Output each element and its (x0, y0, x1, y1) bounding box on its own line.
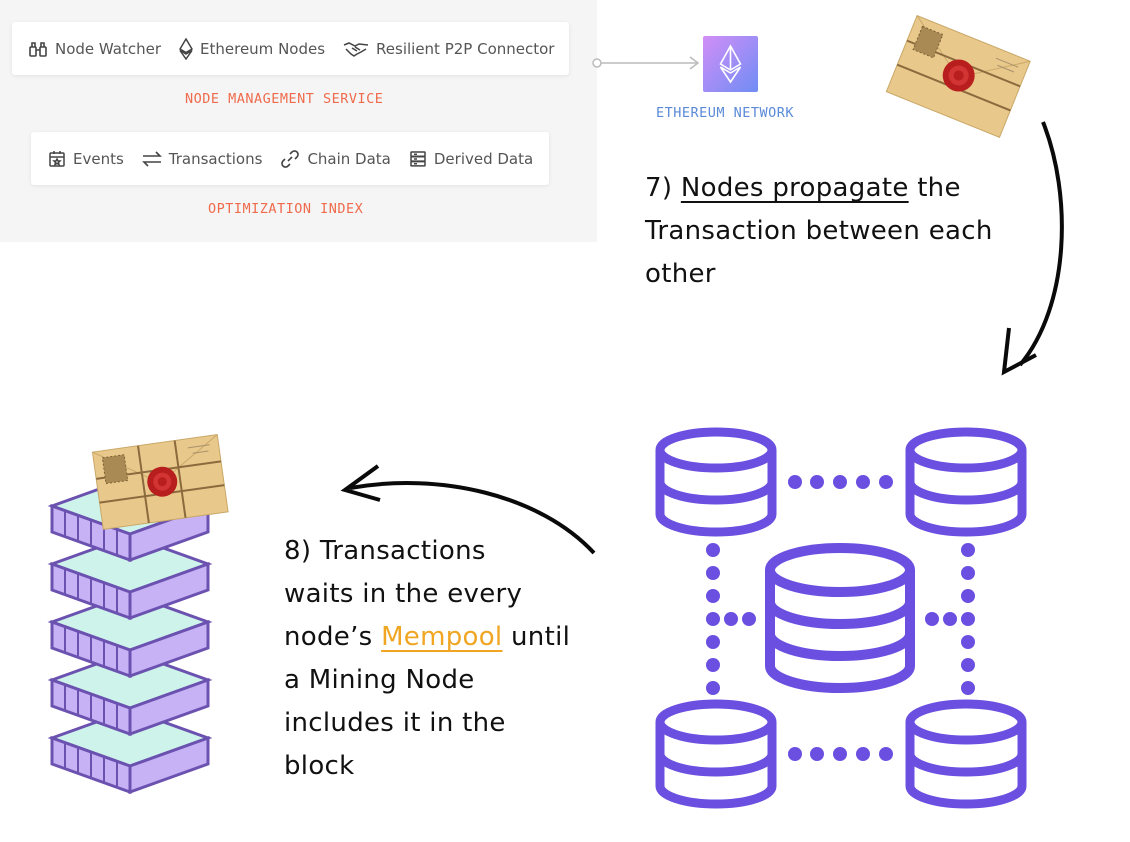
connection-dots (706, 475, 975, 761)
optimization-index-caption: OPTIMIZATION INDEX (208, 201, 364, 217)
events-item[interactable]: Events (48, 150, 124, 168)
mempool-link[interactable]: Mempool (381, 622, 503, 652)
database-node-top-right (910, 432, 1022, 532)
node-management-caption: NODE MANAGEMENT SERVICE (185, 91, 384, 107)
database-node-top-left (660, 432, 772, 532)
step8-line6: block (284, 751, 355, 781)
swap-arrows-icon (141, 150, 162, 167)
ethereum-network-badge (703, 36, 758, 92)
transactions-label: Transactions (168, 149, 263, 168)
node-management-card: Node Watcher Ethereum Nodes Resilient P2… (12, 22, 569, 75)
block-5 (50, 708, 210, 794)
binoculars-icon (29, 41, 47, 57)
ethereum-network-caption: ETHEREUM NETWORK (656, 105, 795, 121)
handshake-icon (343, 41, 369, 57)
optimization-index-card: Events Transactions Chain Data Derived D… (31, 132, 549, 185)
ethereum-icon (719, 44, 742, 84)
p2p-connector-item[interactable]: Resilient P2P Connector (343, 40, 554, 58)
node-watcher-item[interactable]: Node Watcher (28, 40, 161, 58)
step7-line1: 7) Nodes propagate the (645, 167, 993, 210)
step8-line2: waits in the every (284, 579, 523, 609)
step7-line2: Transaction between each (645, 216, 993, 246)
chain-link-icon (281, 149, 300, 168)
step7-line3: other (645, 259, 716, 289)
step8-line5: includes it in the (284, 708, 506, 738)
derived-data-label: Derived Data (433, 149, 534, 168)
p2p-connector-label: Resilient P2P Connector (376, 39, 555, 58)
nodes-propagate-highlight: Nodes propagate (680, 173, 909, 203)
step8-line1: 8) Transactions (284, 536, 486, 566)
block-4 (50, 650, 210, 736)
block-3 (50, 592, 210, 678)
step7-prefix: 7) (645, 173, 681, 203)
events-label: Events (73, 149, 124, 168)
database-node-center (770, 548, 910, 688)
step8-line4: a Mining Node (284, 665, 475, 695)
step8-line3: node’s Mempool until (284, 616, 570, 659)
ethereum-icon (179, 37, 194, 60)
chain-data-item[interactable]: Chain Data (280, 149, 391, 169)
database-node-bottom-right (910, 704, 1022, 804)
node-watcher-label: Node Watcher (55, 39, 162, 58)
database-node-bottom-left (660, 704, 772, 804)
block-2 (50, 534, 210, 620)
step7-text: 7) Nodes propagate the Transaction betwe… (645, 167, 993, 296)
ethereum-nodes-label: Ethereum Nodes (200, 39, 326, 58)
sealed-envelope-on-block-icon (91, 434, 229, 530)
ethereum-nodes-item[interactable]: Ethereum Nodes (179, 37, 326, 60)
step8-line3-prefix: node’s (284, 622, 382, 652)
chain-data-label: Chain Data (307, 149, 391, 168)
step7-line1-rest: the (908, 173, 961, 203)
step8-text: 8) Transactions waits in the every node’… (284, 530, 570, 788)
sealed-envelope-icon (885, 15, 1031, 138)
transactions-item[interactable]: Transactions (141, 149, 263, 168)
storage-icon (410, 150, 426, 167)
step8-line3-suffix: until (502, 622, 571, 652)
calendar-icon (49, 150, 65, 167)
derived-data-item[interactable]: Derived Data (409, 150, 533, 168)
